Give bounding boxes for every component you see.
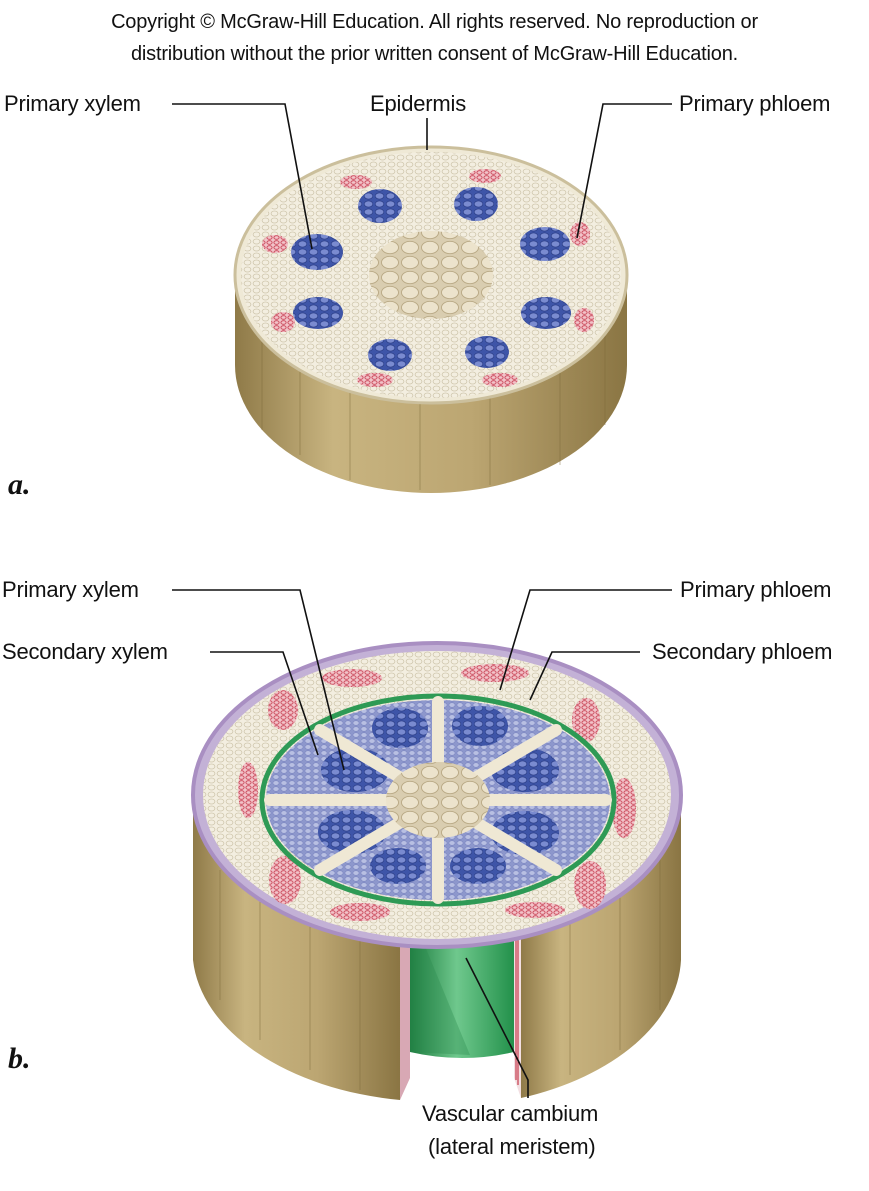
copyright-notice: Copyright © McGraw-Hill Education. All r… — [0, 6, 869, 70]
label-b-secondary-phloem: Secondary phloem — [652, 639, 833, 664]
panel-b-leader-lines — [172, 589, 672, 1098]
label-b-primary-xylem: Primary xylem — [2, 577, 139, 602]
panel-b-phloem-bundles — [238, 664, 636, 921]
copyright-line-2: distribution without the prior written c… — [131, 43, 738, 65]
label-a-primary-xylem: Primary xylem — [4, 91, 141, 116]
leader-b-primary-phloem — [499, 589, 672, 691]
panel-a-leader-lines — [172, 103, 672, 250]
panel-b-stem — [191, 641, 683, 1100]
panel-b-cut-face-left — [400, 910, 410, 1100]
leader-b-vascular-cambium — [465, 957, 529, 1098]
leader-b-secondary-phloem — [529, 651, 640, 701]
copyright-line-1: Copyright © McGraw-Hill Education. All r… — [111, 11, 758, 33]
leader-b-secondary-xylem — [210, 651, 319, 756]
panel-a-letter: a. — [8, 468, 31, 501]
panel-b-bark-side-left — [193, 795, 400, 1100]
panel-a-stem — [233, 145, 629, 493]
panel-b-letter: b. — [8, 1042, 31, 1075]
leader-a-primary-xylem — [172, 103, 313, 250]
label-b-vascular-cambium: Vascular cambium — [422, 1101, 599, 1126]
leader-b-primary-xylem — [172, 589, 345, 771]
panel-a-xylem-bundles — [291, 187, 571, 371]
leader-a-primary-phloem — [576, 103, 672, 239]
panel-b-pith — [386, 762, 490, 838]
label-b-secondary-xylem: Secondary xylem — [2, 639, 168, 664]
panel-a-pith — [369, 231, 493, 319]
label-b-lateral-meristem: (lateral meristem) — [428, 1134, 596, 1159]
label-a-primary-phloem: Primary phloem — [679, 91, 831, 116]
label-a-epidermis: Epidermis — [370, 91, 467, 116]
panel-a-phloem-bundles — [262, 169, 594, 387]
label-b-primary-phloem: Primary phloem — [680, 577, 832, 602]
panel-b-bark-side-right — [521, 795, 681, 1098]
